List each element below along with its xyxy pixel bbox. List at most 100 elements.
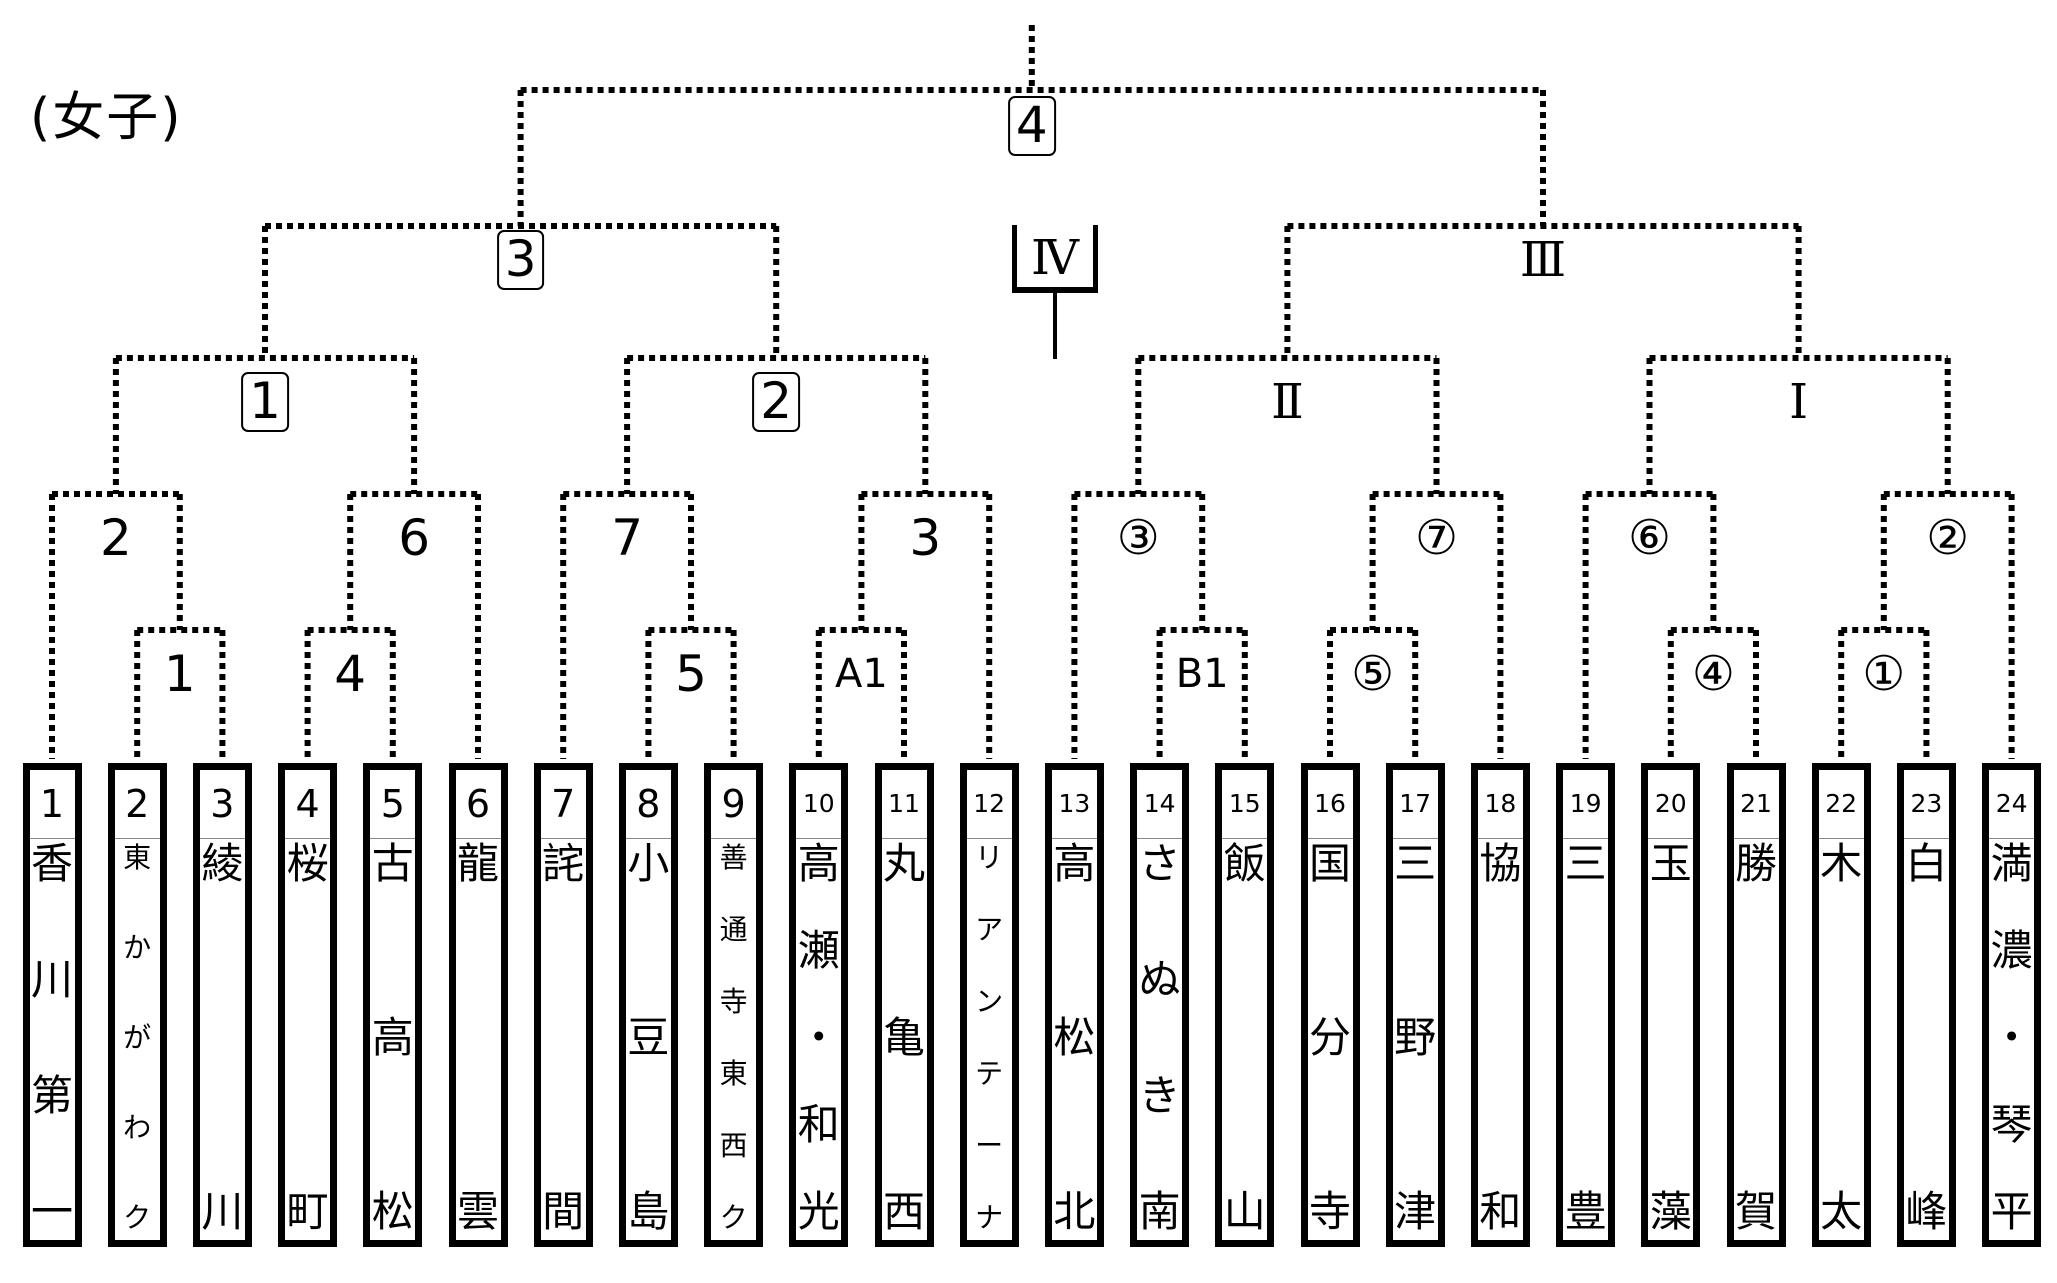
match-label: Ⅱ bbox=[1271, 374, 1304, 430]
team-seed-number: 23 bbox=[1903, 770, 1949, 839]
team-seed-number: 11 bbox=[881, 770, 927, 839]
team-name-char: 寺 bbox=[1308, 1187, 1351, 1236]
team-name-char: 高 bbox=[1053, 839, 1096, 888]
team-name-char: テ bbox=[975, 1057, 1004, 1090]
team-name-char: 琴 bbox=[1990, 1100, 2033, 1149]
team-name-char: 山 bbox=[1223, 1187, 1266, 1236]
match-label: 6 bbox=[398, 509, 430, 567]
team-seed-number: 19 bbox=[1563, 770, 1609, 839]
team-name-char: ク bbox=[719, 1201, 748, 1234]
team-seed-number: 16 bbox=[1307, 770, 1353, 839]
team-name-char: リ bbox=[975, 841, 1004, 874]
team-name-char: 木 bbox=[1820, 839, 1863, 888]
team-name-char: き bbox=[1138, 1071, 1181, 1120]
match-label: ④ bbox=[1691, 646, 1735, 702]
third-place-stem bbox=[1053, 293, 1057, 359]
team-name-char: 勝 bbox=[1734, 839, 1777, 888]
team-seed-number: 6 bbox=[455, 770, 501, 839]
team-name: 古高松 bbox=[370, 840, 415, 1236]
team-name: 満濃・琴平 bbox=[1989, 840, 2034, 1236]
team-name-char: 和 bbox=[797, 1100, 840, 1149]
match-label: 4 bbox=[334, 645, 367, 703]
team-name-char: 豆 bbox=[627, 1013, 670, 1062]
team-seed-number: 13 bbox=[1051, 770, 1097, 839]
team-name-char: 川 bbox=[30, 955, 73, 1004]
team-name-char: 綾 bbox=[201, 839, 244, 888]
team-seed-number: 22 bbox=[1818, 770, 1864, 839]
match-label: 1 bbox=[241, 372, 289, 432]
team-name-char: 西 bbox=[882, 1187, 925, 1236]
team-name: 三豊 bbox=[1563, 840, 1608, 1236]
team-name: 詫間 bbox=[541, 840, 586, 1236]
team-seed-number: 18 bbox=[1477, 770, 1523, 839]
team-name-char: 瀬 bbox=[797, 926, 840, 975]
team-name: 白峰 bbox=[1904, 840, 1949, 1236]
match-label: 1 bbox=[163, 645, 196, 703]
team-name-char: 東 bbox=[123, 841, 152, 874]
team-seed-number: 10 bbox=[796, 770, 842, 839]
team-name: 善通寺東西ク bbox=[711, 840, 756, 1236]
match-label: ③ bbox=[1116, 510, 1160, 566]
team-name-char: 南 bbox=[1138, 1187, 1181, 1236]
team-name: 飯山 bbox=[1222, 840, 1267, 1236]
match-label: 2 bbox=[99, 509, 132, 567]
team-seed-number: 8 bbox=[625, 770, 671, 839]
team-name-char: 国 bbox=[1308, 839, 1351, 888]
team-name: 協和 bbox=[1478, 840, 1523, 1236]
team-name-char: 豊 bbox=[1564, 1187, 1607, 1236]
match-label: 4 bbox=[1007, 96, 1056, 156]
team-seed-number: 15 bbox=[1222, 770, 1268, 839]
team-seed-number: 9 bbox=[711, 770, 757, 839]
team-name-char: 三 bbox=[1564, 839, 1607, 888]
team-seed-number: 1 bbox=[29, 770, 75, 839]
team-name: 高瀬・和光 bbox=[796, 840, 841, 1236]
team-name-char: さ bbox=[1138, 839, 1181, 888]
match-label: ② bbox=[1926, 510, 1970, 566]
team-name-char: 一 bbox=[30, 1187, 73, 1236]
team-name-char: か bbox=[123, 931, 152, 964]
team-name-char: 藻 bbox=[1649, 1187, 1692, 1236]
team-name: 小豆島 bbox=[626, 840, 671, 1236]
team-seed-number: 4 bbox=[285, 770, 331, 839]
team-name: 勝賀 bbox=[1734, 840, 1779, 1236]
team-name-char: ン bbox=[975, 985, 1004, 1018]
team-name-char: 龍 bbox=[456, 839, 499, 888]
team-name-char: 太 bbox=[1820, 1187, 1863, 1236]
team-name-char: 高 bbox=[797, 839, 840, 888]
team-name: 香川第一 bbox=[30, 840, 75, 1236]
match-label: 3 bbox=[496, 230, 545, 290]
team-seed-number: 3 bbox=[199, 770, 245, 839]
team-name-char: 松 bbox=[1053, 1013, 1096, 1062]
team-name-char: 北 bbox=[1053, 1187, 1096, 1236]
team-name: 丸亀西 bbox=[882, 840, 927, 1236]
team-name: 高松北 bbox=[1052, 840, 1097, 1236]
team-name-char: 協 bbox=[1479, 839, 1522, 888]
team-name: 木太 bbox=[1819, 840, 1864, 1236]
team-name-char: ア bbox=[975, 913, 1004, 946]
team-name-char: が bbox=[123, 1021, 152, 1054]
team-name-char: 峰 bbox=[1905, 1187, 1948, 1236]
team-name-char: 西 bbox=[719, 1129, 748, 1162]
team-name: 玉藻 bbox=[1648, 840, 1693, 1236]
team-name-char: 雲 bbox=[456, 1187, 499, 1236]
team-name-char: 光 bbox=[797, 1187, 840, 1236]
team-name: 東かがわク bbox=[115, 840, 160, 1236]
team-name-char: 古 bbox=[371, 839, 414, 888]
team-name: さぬき南 bbox=[1137, 840, 1182, 1236]
team-name-char: 善 bbox=[719, 841, 748, 874]
team-name: 綾川 bbox=[200, 840, 245, 1236]
team-name-char: ク bbox=[123, 1201, 152, 1234]
team-name-char: 第 bbox=[30, 1071, 73, 1120]
